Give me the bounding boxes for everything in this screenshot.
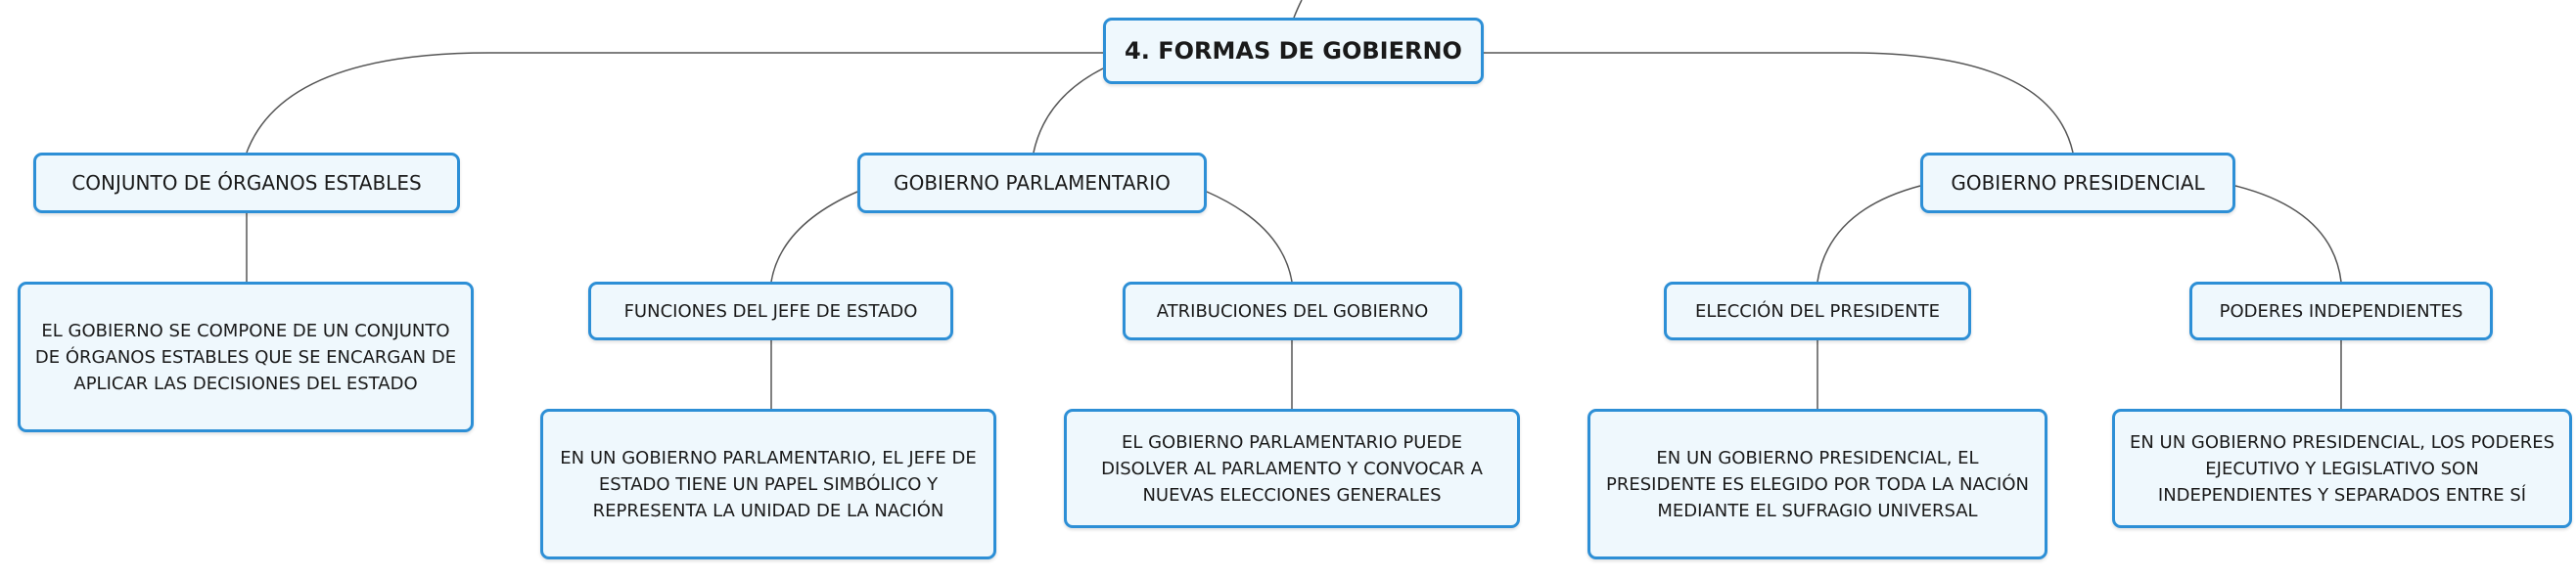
- leaf-poderes-text: EN UN GOBIERNO PRESIDENCIAL, LOS PODERES…: [2129, 431, 2555, 506]
- leaf-eleccion-text: EN UN GOBIERNO PRESIDENCIAL, EL PRESIDEN…: [1606, 447, 2029, 521]
- connector-root-parlamentario: [1033, 67, 1104, 154]
- node-funciones[interactable]: FUNCIONES DEL JEFE DE ESTADO: [588, 282, 953, 340]
- connector-incoming: [1293, 0, 1303, 19]
- connector-presidencial-poderes: [2234, 185, 2342, 283]
- node-organos[interactable]: CONJUNTO DE ÓRGANOS ESTABLES: [33, 153, 460, 213]
- leaf-organos-text: EL GOBIERNO SE COMPONE DE UN CONJUNTO DE…: [34, 320, 457, 394]
- node-presidencial-label: GOBIERNO PRESIDENCIAL: [1951, 171, 2205, 195]
- leaf-atribuciones[interactable]: EL GOBIERNO PARLAMENTARIO PUEDE DISOLVER…: [1064, 409, 1520, 528]
- node-atribuciones-label: ATRIBUCIONES DEL GOBIERNO: [1156, 300, 1429, 322]
- node-eleccion[interactable]: ELECCIÓN DEL PRESIDENTE: [1664, 282, 1971, 340]
- connector-parlamentario-atribuciones: [1206, 191, 1293, 283]
- node-organos-label: CONJUNTO DE ÓRGANOS ESTABLES: [71, 171, 422, 195]
- leaf-atribuciones-text: EL GOBIERNO PARLAMENTARIO PUEDE DISOLVER…: [1101, 431, 1483, 506]
- connector-presidencial-eleccion: [1817, 185, 1921, 283]
- root-node[interactable]: 4. FORMAS DE GOBIERNO: [1103, 18, 1484, 84]
- connector-root-presidencial: [1484, 52, 2074, 154]
- leaf-poderes[interactable]: EN UN GOBIERNO PRESIDENCIAL, LOS PODERES…: [2112, 409, 2572, 528]
- leaf-eleccion[interactable]: EN UN GOBIERNO PRESIDENCIAL, EL PRESIDEN…: [1587, 409, 2047, 559]
- node-poderes-label: PODERES INDEPENDIENTES: [2219, 300, 2463, 322]
- root-title: 4. FORMAS DE GOBIERNO: [1125, 37, 1462, 65]
- node-parlamentario-label: GOBIERNO PARLAMENTARIO: [894, 171, 1171, 195]
- leaf-funciones-text: EN UN GOBIERNO PARLAMENTARIO, EL JEFE DE…: [560, 447, 977, 521]
- leaf-organos[interactable]: EL GOBIERNO SE COMPONE DE UN CONJUNTO DE…: [18, 282, 474, 432]
- connector-root-organos: [246, 52, 1103, 154]
- node-poderes[interactable]: PODERES INDEPENDIENTES: [2189, 282, 2493, 340]
- node-funciones-label: FUNCIONES DEL JEFE DE ESTADO: [623, 300, 918, 322]
- node-atribuciones[interactable]: ATRIBUCIONES DEL GOBIERNO: [1123, 282, 1462, 340]
- node-presidencial[interactable]: GOBIERNO PRESIDENCIAL: [1920, 153, 2235, 213]
- connector-parlamentario-funciones: [770, 191, 858, 283]
- leaf-funciones[interactable]: EN UN GOBIERNO PARLAMENTARIO, EL JEFE DE…: [540, 409, 996, 559]
- node-parlamentario[interactable]: GOBIERNO PARLAMENTARIO: [857, 153, 1207, 213]
- node-eleccion-label: ELECCIÓN DEL PRESIDENTE: [1694, 300, 1941, 322]
